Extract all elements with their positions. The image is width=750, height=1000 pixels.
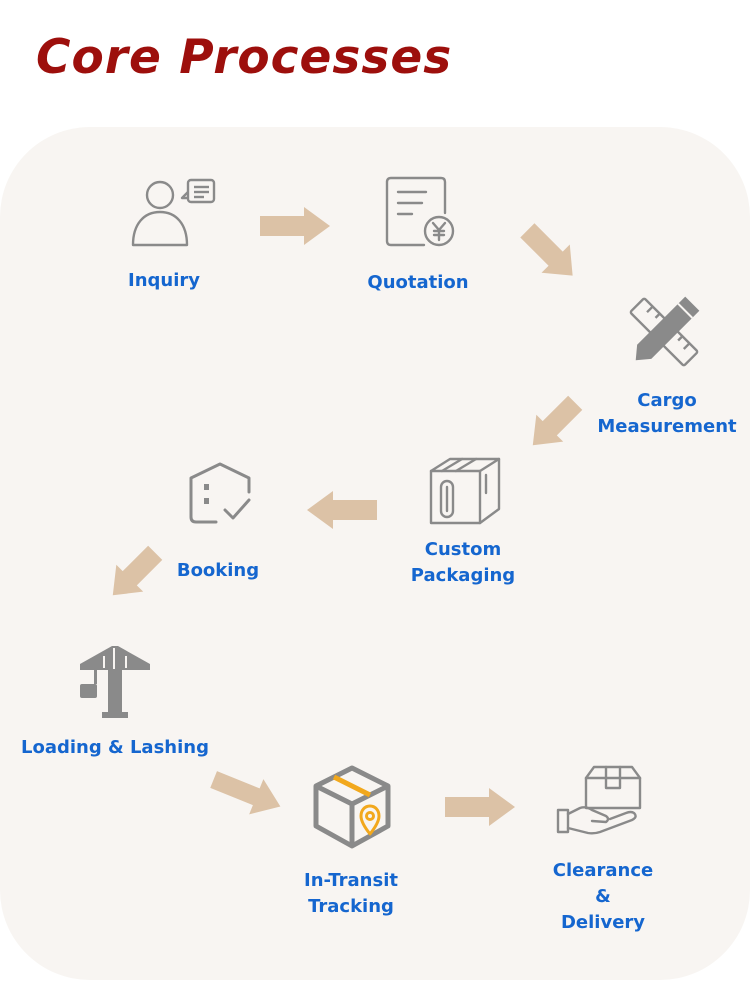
process-panel — [0, 127, 750, 980]
user-chat-icon — [131, 178, 216, 247]
step-clearance-delivery-label: Clearance & Delivery — [538, 858, 668, 936]
document-yen-icon — [385, 176, 455, 247]
label-line: & — [595, 886, 611, 907]
arrow-right-2 — [445, 788, 515, 826]
label-line: Measurement — [597, 416, 737, 437]
label-line: Cargo — [637, 390, 697, 411]
arrow-down-left-2 — [112, 545, 163, 596]
arrow-down-left-1 — [532, 395, 583, 446]
step-loading-lashing-label: Loading & Lashing — [21, 737, 209, 758]
step-custom-packaging-label: Custom Packaging — [393, 537, 533, 589]
label-line: In-Transit — [304, 870, 398, 891]
crate-icon — [429, 457, 501, 525]
label-line: Custom — [424, 539, 502, 560]
label-line: Clearance — [552, 860, 654, 881]
crane-icon — [80, 646, 150, 718]
arrow-right-1 — [260, 207, 330, 245]
arrow-down-right-2 — [210, 771, 281, 815]
building-check-icon — [189, 462, 251, 524]
page-title: Core Processes — [36, 30, 453, 85]
label-line: Tracking — [308, 896, 394, 917]
hand-box-icon — [556, 765, 642, 835]
label-line: Packaging — [410, 565, 516, 586]
step-inquiry-label: Inquiry — [128, 270, 200, 291]
step-quotation-label: Quotation — [367, 272, 469, 293]
arrow-left-1 — [307, 491, 377, 529]
ruler-pencil-icon — [629, 296, 700, 367]
step-booking-label: Booking — [176, 560, 260, 581]
box-location-icon — [313, 765, 391, 849]
step-cargo-measurement-label: Cargo Measurement — [592, 388, 742, 440]
label-line: Delivery — [560, 912, 646, 933]
step-in-transit-tracking-label: In-Transit Tracking — [286, 868, 416, 920]
arrow-down-right-1 — [520, 223, 573, 276]
